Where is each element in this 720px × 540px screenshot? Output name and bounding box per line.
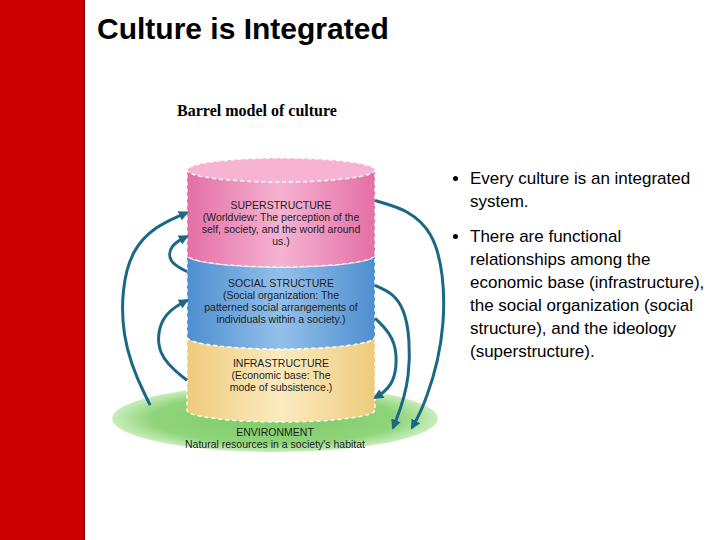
band-description: (Worldview: The perception of the self, … [201,211,361,247]
environment-shape [112,385,438,452]
band-shape [187,337,375,422]
barrel-top [187,158,375,182]
band-description: (Social organization: The patterned soci… [201,289,361,325]
band-shape [187,158,375,267]
bullet-point: There are functional relationships among… [470,225,720,363]
band-description: (Economic base: The mode of subsistence.… [221,369,341,393]
slide-title: Culture is Integrated [97,12,389,46]
influence-arrow [159,300,187,380]
influence-arrow [170,236,187,271]
influence-arrow [375,318,396,397]
band-heading: SOCIAL STRUCTURE [201,277,361,289]
influence-arrow [123,213,187,406]
diagram-subtitle: Barrel model of culture [130,102,384,120]
influence-arrow [375,201,444,428]
band-description: Natural resources in a society's habitat [125,438,425,450]
band-shape [187,255,375,349]
bullet-list: Every culture is an integrated system. Th… [448,167,720,375]
side-bar-edge [83,0,85,540]
band-heading: SUPERSTRUCTURE [201,199,361,211]
band-heading: INFRASTRUCTURE [221,357,341,369]
superstructure-band: SUPERSTRUCTURE(Worldview: The perception… [187,158,375,267]
side-bar [0,0,85,540]
bullet-point: Every culture is an integrated system. [470,167,720,213]
band-heading: ENVIRONMENT [125,426,425,438]
